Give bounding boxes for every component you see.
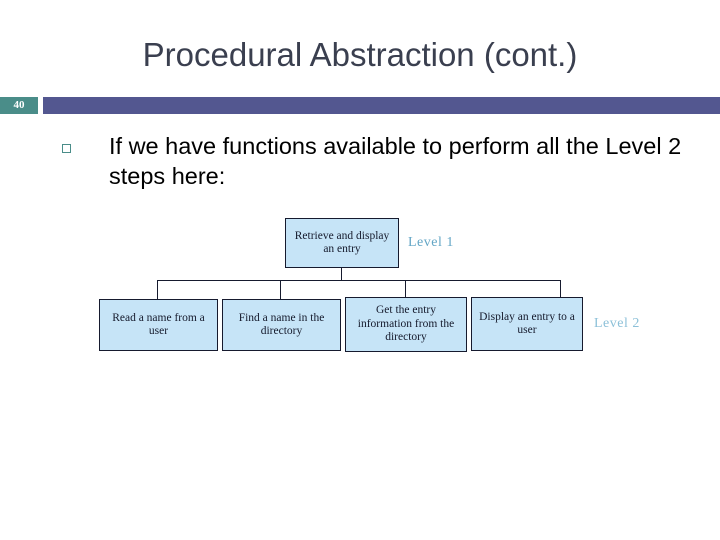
diagram-node-level2-1-label: Read a name from a user: [112, 311, 205, 338]
diagram-caption-level2: Level 2: [594, 316, 640, 331]
diagram-node-level2-3-label: Get the entry information from the direc…: [357, 304, 455, 344]
connector-drop-3: [405, 280, 407, 297]
diagram-node-level2-4-label: Display an entry to a user: [479, 310, 575, 337]
square-outline-icon: [62, 144, 71, 153]
connector-trunk: [157, 280, 561, 282]
slide-number-badge: 40: [0, 97, 38, 114]
connector-drop-1: [157, 280, 159, 299]
connector-stem-top: [341, 268, 343, 280]
bullet-item-text: If we have functions available to perfor…: [109, 133, 682, 189]
title-divider-bar: [43, 97, 720, 114]
diagram-node-level1-label: Retrieve and display an entry: [294, 229, 390, 256]
page-title: Procedural Abstraction (cont.): [142, 36, 578, 73]
diagram-node-level2-1: Read a name from a user: [99, 299, 218, 351]
diagram-node-level2-2-label: Find a name in the directory: [238, 311, 325, 338]
diagram-node-level1: Retrieve and display an entry: [285, 218, 399, 268]
diagram-caption-level1: Level 1: [408, 235, 454, 250]
diagram-node-level2-2: Find a name in the directory: [222, 299, 341, 351]
diagram-node-level2-4: Display an entry to a user: [471, 297, 583, 351]
connector-drop-4: [560, 280, 562, 297]
diagram-node-level2-3: Get the entry information from the direc…: [345, 297, 467, 352]
connector-drop-2: [280, 280, 282, 299]
